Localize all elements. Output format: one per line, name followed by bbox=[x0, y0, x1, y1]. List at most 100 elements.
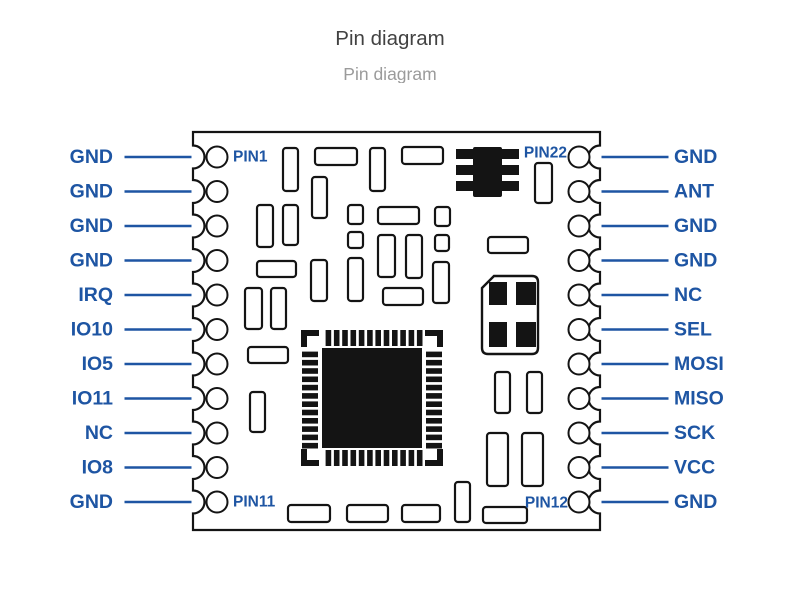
pin-label-right-6: SEL bbox=[674, 319, 712, 341]
pcb-component bbox=[309, 258, 329, 303]
mcu-corner-bracket bbox=[301, 330, 319, 347]
pcb-component bbox=[404, 233, 424, 280]
mcu-pin bbox=[302, 376, 318, 383]
pcb-component bbox=[248, 390, 267, 434]
mcu-pin bbox=[392, 330, 398, 346]
pcb-component bbox=[486, 235, 530, 255]
mcu-pin bbox=[426, 418, 442, 424]
mcu-pin bbox=[302, 359, 318, 366]
pcb-component bbox=[246, 345, 290, 365]
pin-hole bbox=[205, 214, 229, 238]
pin-hole bbox=[205, 318, 229, 341]
pcb-component bbox=[346, 256, 365, 303]
pin-hole bbox=[567, 180, 591, 203]
pcb-component bbox=[281, 203, 300, 247]
pin-label-left-8: IO11 bbox=[72, 388, 113, 410]
mcu-pin bbox=[358, 330, 365, 346]
pin-label-right-9: SCK bbox=[674, 422, 715, 444]
mcu-pin bbox=[426, 434, 442, 441]
transistor-leg bbox=[456, 165, 474, 175]
pcb-component bbox=[400, 145, 445, 166]
pin-label-right-1: GND bbox=[674, 146, 717, 168]
mcu-chip bbox=[322, 348, 422, 448]
pin-hole bbox=[567, 456, 591, 479]
pin-label-right-2: ANT bbox=[674, 181, 714, 203]
pcb-component bbox=[269, 286, 288, 331]
corner-pin-label-pin1: PIN1 bbox=[233, 149, 268, 166]
pcb-component bbox=[525, 370, 544, 415]
mcu-pin bbox=[416, 330, 423, 346]
pin-label-right-4: GND bbox=[674, 250, 717, 272]
pin-label-left-10: IO8 bbox=[82, 457, 114, 479]
pin-hole bbox=[205, 490, 229, 514]
pcb-component bbox=[286, 503, 332, 524]
mcu-pin bbox=[302, 351, 318, 358]
mcu-corner-bracket bbox=[425, 330, 443, 347]
mcu-pin bbox=[426, 351, 442, 358]
corner-pin-label-pin12: PIN12 bbox=[525, 495, 568, 512]
mcu-pin bbox=[302, 409, 318, 416]
pcb-component bbox=[281, 146, 300, 193]
mcu-pin bbox=[426, 376, 442, 383]
mcu-pin bbox=[426, 426, 442, 432]
pcb-component bbox=[433, 233, 451, 253]
mcu-pin bbox=[408, 450, 415, 466]
mcu-pin bbox=[426, 409, 442, 416]
mcu-pin bbox=[367, 330, 373, 346]
pin-hole bbox=[205, 145, 229, 169]
pin-label-right-10: VCC bbox=[674, 457, 715, 479]
pin-hole bbox=[205, 180, 229, 203]
mcu-pin bbox=[392, 450, 398, 466]
transistor-leg bbox=[456, 149, 474, 159]
mcu-pin bbox=[426, 393, 442, 399]
pcb-component bbox=[453, 480, 472, 524]
mcu-pin bbox=[426, 368, 442, 374]
mcu-pin bbox=[400, 450, 406, 466]
mcu-pin bbox=[342, 330, 348, 346]
pcb-component bbox=[381, 286, 425, 307]
mcu-corner-bracket bbox=[301, 449, 319, 466]
mcu-pin bbox=[426, 401, 442, 407]
pin-hole bbox=[567, 145, 591, 169]
pcb-component bbox=[255, 203, 275, 249]
pcb-component bbox=[346, 230, 365, 250]
mcu-pin bbox=[426, 384, 442, 391]
transistor-leg bbox=[501, 165, 519, 175]
mcu-pin bbox=[302, 434, 318, 441]
pin-label-left-11: GND bbox=[70, 491, 113, 513]
mcu-pin bbox=[367, 450, 373, 466]
pin-label-left-3: GND bbox=[70, 215, 113, 237]
pin-label-left-5: IRQ bbox=[78, 284, 113, 306]
mcu-pin bbox=[302, 393, 318, 399]
pcb-component bbox=[533, 161, 554, 205]
transistor-leg bbox=[501, 149, 519, 159]
pcb-component bbox=[481, 505, 529, 525]
mcu-corner-bracket bbox=[425, 449, 443, 466]
mcu-pin bbox=[302, 418, 318, 424]
mcu-pin bbox=[325, 330, 332, 346]
pin-label-left-2: GND bbox=[70, 181, 113, 203]
pin-label-right-8: MISO bbox=[674, 388, 724, 410]
pcb-component bbox=[493, 370, 512, 415]
pin-hole bbox=[567, 490, 591, 514]
mcu-pin bbox=[426, 442, 442, 449]
pin-label-right-3: GND bbox=[674, 215, 717, 237]
pin-hole bbox=[567, 214, 591, 238]
page-subtitle: Pin diagram bbox=[343, 64, 437, 83]
mcu-pin bbox=[400, 330, 406, 346]
pin-label-left-6: IO10 bbox=[71, 319, 113, 341]
pin-hole bbox=[205, 387, 229, 410]
pcb-component bbox=[310, 175, 329, 220]
pcb-component bbox=[345, 503, 390, 524]
pcb-component bbox=[255, 259, 298, 279]
pcb-component bbox=[376, 205, 421, 226]
transistor-ic bbox=[473, 147, 502, 197]
mcu-pin bbox=[383, 330, 390, 346]
pcb-component bbox=[368, 146, 387, 193]
crystal-pad bbox=[516, 282, 536, 305]
mcu-pin bbox=[333, 450, 340, 466]
transistor-leg bbox=[456, 181, 474, 191]
pcb-component bbox=[433, 205, 452, 228]
pin-hole bbox=[567, 283, 591, 307]
